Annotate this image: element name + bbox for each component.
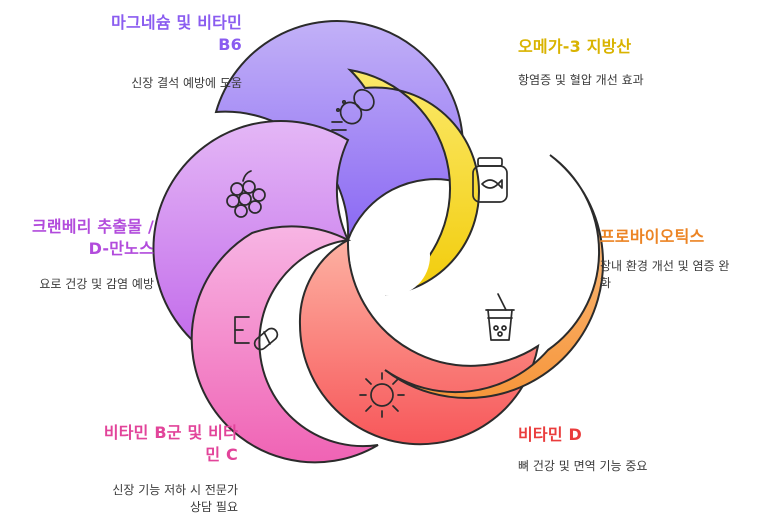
petal-omega3 (347, 68, 480, 296)
desc-magnesium: 신장 결석 예방에 도움 (131, 76, 242, 90)
title-omega3: 오메가-3 지방산 (518, 37, 632, 56)
center-hub (350, 216, 430, 296)
sun-icon (359, 372, 405, 418)
peanut-icon (331, 88, 375, 131)
desc-cranberry: 요로 건강 및 감염 예방 (39, 277, 154, 291)
title-probiotics: 프로바이오틱스 (600, 227, 705, 246)
label-probiotics: 프로바이오틱스 장내 환경 개선 및 염증 완 화 (600, 226, 760, 292)
desc-omega3: 항염증 및 혈압 개선 효과 (518, 73, 644, 87)
label-cranberry: 크랜베리 추출물 / D-만노스 요로 건강 및 감염 예방 (0, 216, 154, 293)
desc-vitamin-b-c: 신장 기능 저하 시 전문가 상담 필요 (112, 483, 238, 514)
cranberry-icon (226, 170, 266, 218)
label-omega3: 오메가-3 지방산 항염증 및 혈압 개선 효과 (518, 36, 738, 89)
petal-probiotics (384, 154, 604, 399)
title-vitamin-d: 비타민 D (518, 425, 583, 444)
label-vitamin-b-c: 비타민 B군 및 비타 민 C 신장 기능 저하 시 전문가 상담 필요 (60, 422, 238, 516)
label-vitamin-d: 비타민 D 뼈 건강 및 면역 기능 중요 (518, 424, 738, 475)
pill-icon (234, 316, 279, 351)
label-magnesium: 마그네슘 및 비타민 B6 신장 결석 예방에 도움 (60, 12, 242, 92)
fish-oil-jar-icon (472, 157, 508, 203)
title-vitamin-b-c: 비타민 B군 및 비타 민 C (103, 423, 238, 464)
desc-probiotics: 장내 환경 개선 및 염증 완 화 (600, 259, 730, 290)
bubble-tea-icon (485, 293, 515, 341)
title-magnesium: 마그네슘 및 비타민 B6 (111, 13, 242, 54)
petal-vitamin-b-c (190, 225, 379, 464)
title-cranberry: 크랜베리 추출물 / D-만노스 (31, 217, 154, 258)
desc-vitamin-d: 뼈 건강 및 면역 기능 중요 (518, 459, 648, 473)
